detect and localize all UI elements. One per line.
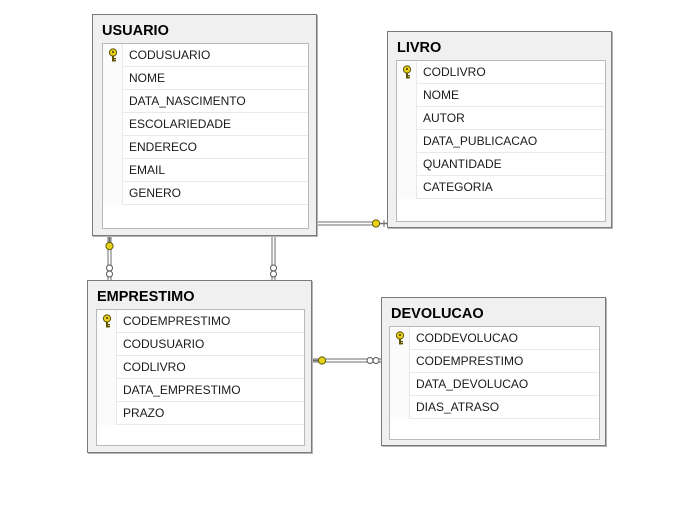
column-row[interactable]: DATA_NASCIMENTO — [103, 90, 308, 113]
column-name: CODUSUARIO — [123, 337, 205, 351]
column-name: DATA_NASCIMENTO — [129, 94, 246, 108]
column-name: DATA_DEVOLUCAO — [416, 377, 529, 391]
column-name: CODEMPRESTIMO — [416, 354, 524, 368]
column-row[interactable]: CODDEVOLUCAO — [390, 327, 599, 350]
column-name: DATA_PUBLICACAO — [423, 134, 538, 148]
column-name: NOME — [423, 88, 459, 102]
column-row[interactable]: EMAIL — [103, 159, 308, 182]
column-row[interactable]: DATA_DEVOLUCAO — [390, 373, 599, 396]
column-row[interactable]: DIAS_ATRASO — [390, 396, 599, 419]
key-end-icon — [371, 219, 388, 228]
table-title-devolucao: DEVOLUCAO — [391, 306, 484, 322]
column-name: CODEMPRESTIMO — [123, 314, 231, 328]
column-name: CODUSUARIO — [129, 48, 211, 62]
column-name: CODDEVOLUCAO — [416, 331, 519, 345]
column-row[interactable]: CATEGORIA — [397, 176, 605, 199]
column-name: CODLIVRO — [123, 360, 186, 374]
key-end-icon — [105, 236, 114, 251]
column-row[interactable]: DATA_EMPRESTIMO — [97, 379, 304, 402]
relationship-livro-emprestimo[interactable] — [270, 236, 277, 280]
key-icon — [402, 65, 412, 79]
key-icon — [108, 48, 118, 62]
column-row[interactable]: ESCOLARIEDADE — [103, 113, 308, 136]
column-name: DATA_EMPRESTIMO — [123, 383, 241, 397]
table-usuario[interactable]: USUARIO CODUSUARIO NOME DATA_NASCIMENTO … — [92, 14, 317, 236]
column-row[interactable]: CODLIVRO — [97, 356, 304, 379]
column-row[interactable]: CODUSUARIO — [97, 333, 304, 356]
column-list-livro: CODLIVRO NOME AUTOR DATA_PUBLICACAO QUAN… — [396, 60, 606, 222]
column-row[interactable]: CODUSUARIO — [103, 44, 308, 67]
column-name: EMAIL — [129, 163, 166, 177]
column-name: NOME — [129, 71, 165, 85]
column-name: ENDERECO — [129, 140, 198, 154]
key-end-icon — [312, 356, 327, 365]
infinity-end-icon — [270, 264, 277, 278]
relationship-emprestimo-devolucao[interactable] — [312, 356, 381, 365]
column-list-emprestimo: CODEMPRESTIMO CODUSUARIO CODLIVRO DATA_E… — [96, 309, 305, 446]
column-row[interactable]: DATA_PUBLICACAO — [397, 130, 605, 153]
column-name: AUTOR — [423, 111, 465, 125]
relationship-usuario-emprestimo[interactable] — [105, 236, 114, 280]
column-name: CATEGORIA — [423, 180, 493, 194]
infinity-end-icon — [366, 357, 380, 364]
column-name: DIAS_ATRASO — [416, 400, 500, 414]
column-name: PRAZO — [123, 406, 165, 420]
column-row[interactable]: GENERO — [103, 182, 308, 205]
column-name: GENERO — [129, 186, 182, 200]
column-list-usuario: CODUSUARIO NOME DATA_NASCIMENTO ESCOLARI… — [102, 43, 309, 229]
column-row[interactable]: QUANTIDADE — [397, 153, 605, 176]
column-name: CODLIVRO — [423, 65, 486, 79]
table-title-usuario: USUARIO — [102, 23, 169, 39]
column-list-devolucao: CODDEVOLUCAO CODEMPRESTIMO DATA_DEVOLUCA… — [389, 326, 600, 440]
column-row[interactable]: CODLIVRO — [397, 61, 605, 84]
infinity-end-icon — [106, 264, 113, 278]
column-row[interactable]: NOME — [397, 84, 605, 107]
column-row[interactable]: NOME — [103, 67, 308, 90]
key-icon — [395, 331, 405, 345]
column-name: QUANTIDADE — [423, 157, 502, 171]
column-row[interactable]: ENDERECO — [103, 136, 308, 159]
column-row[interactable]: AUTOR — [397, 107, 605, 130]
table-livro[interactable]: LIVRO CODLIVRO NOME AUTOR DATA_PUBLICACA… — [387, 31, 612, 228]
table-devolucao[interactable]: DEVOLUCAO CODDEVOLUCAO CODEMPRESTIMO DAT… — [381, 297, 606, 446]
table-title-emprestimo: EMPRESTIMO — [97, 289, 195, 305]
table-emprestimo[interactable]: EMPRESTIMO CODEMPRESTIMO CODUSUARIO CODL… — [87, 280, 312, 453]
column-name: ESCOLARIEDADE — [129, 117, 232, 131]
key-icon — [102, 314, 112, 328]
table-title-livro: LIVRO — [397, 40, 442, 56]
column-row[interactable]: PRAZO — [97, 402, 304, 425]
column-row[interactable]: CODEMPRESTIMO — [390, 350, 599, 373]
column-row[interactable]: CODEMPRESTIMO — [97, 310, 304, 333]
relationship-usuario-livro[interactable] — [317, 219, 388, 228]
